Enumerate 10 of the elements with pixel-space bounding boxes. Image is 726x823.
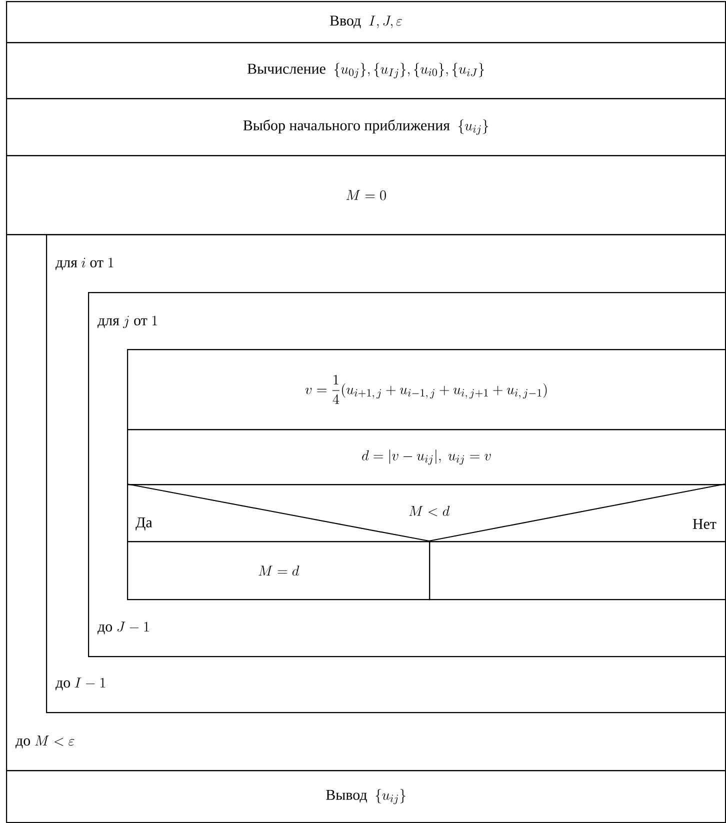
process-box: $\text{Вычисление}\ \ \{u_{0j}\}, \{u_{Ij}\}, \{u_{i0}\}, \{u_{iJ}\}$ xyxy=(6,42,726,100)
empty-box xyxy=(429,541,726,600)
process-box: $\text{Ввод}\ \ I, J, \varepsilon$ xyxy=(6,1,726,44)
process-box: $\text{Вывод}\ \ \{u_{ij}\}$ xyxy=(6,770,726,823)
process-box: $M = d$ xyxy=(127,541,430,600)
process-box: $M = 0$ xyxy=(6,155,726,236)
process-box: $\text{Выбор начального приближения}\ \ \{u_{ij}\}$ xyxy=(6,98,726,156)
process-box: $v = \dfrac{1}{4}(u_{i+1,\,j} + u_{i-1,\,j} + u_{i,\,j+1} + u_{i,\,j-1})$ xyxy=(127,349,726,430)
process-box: $d = |v - u_{ij}|,\ u_{ij} = v$ xyxy=(127,429,726,486)
decision-block: $M < d$ $\text{Да}$ $\text{Нет}$ xyxy=(126,483,726,542)
